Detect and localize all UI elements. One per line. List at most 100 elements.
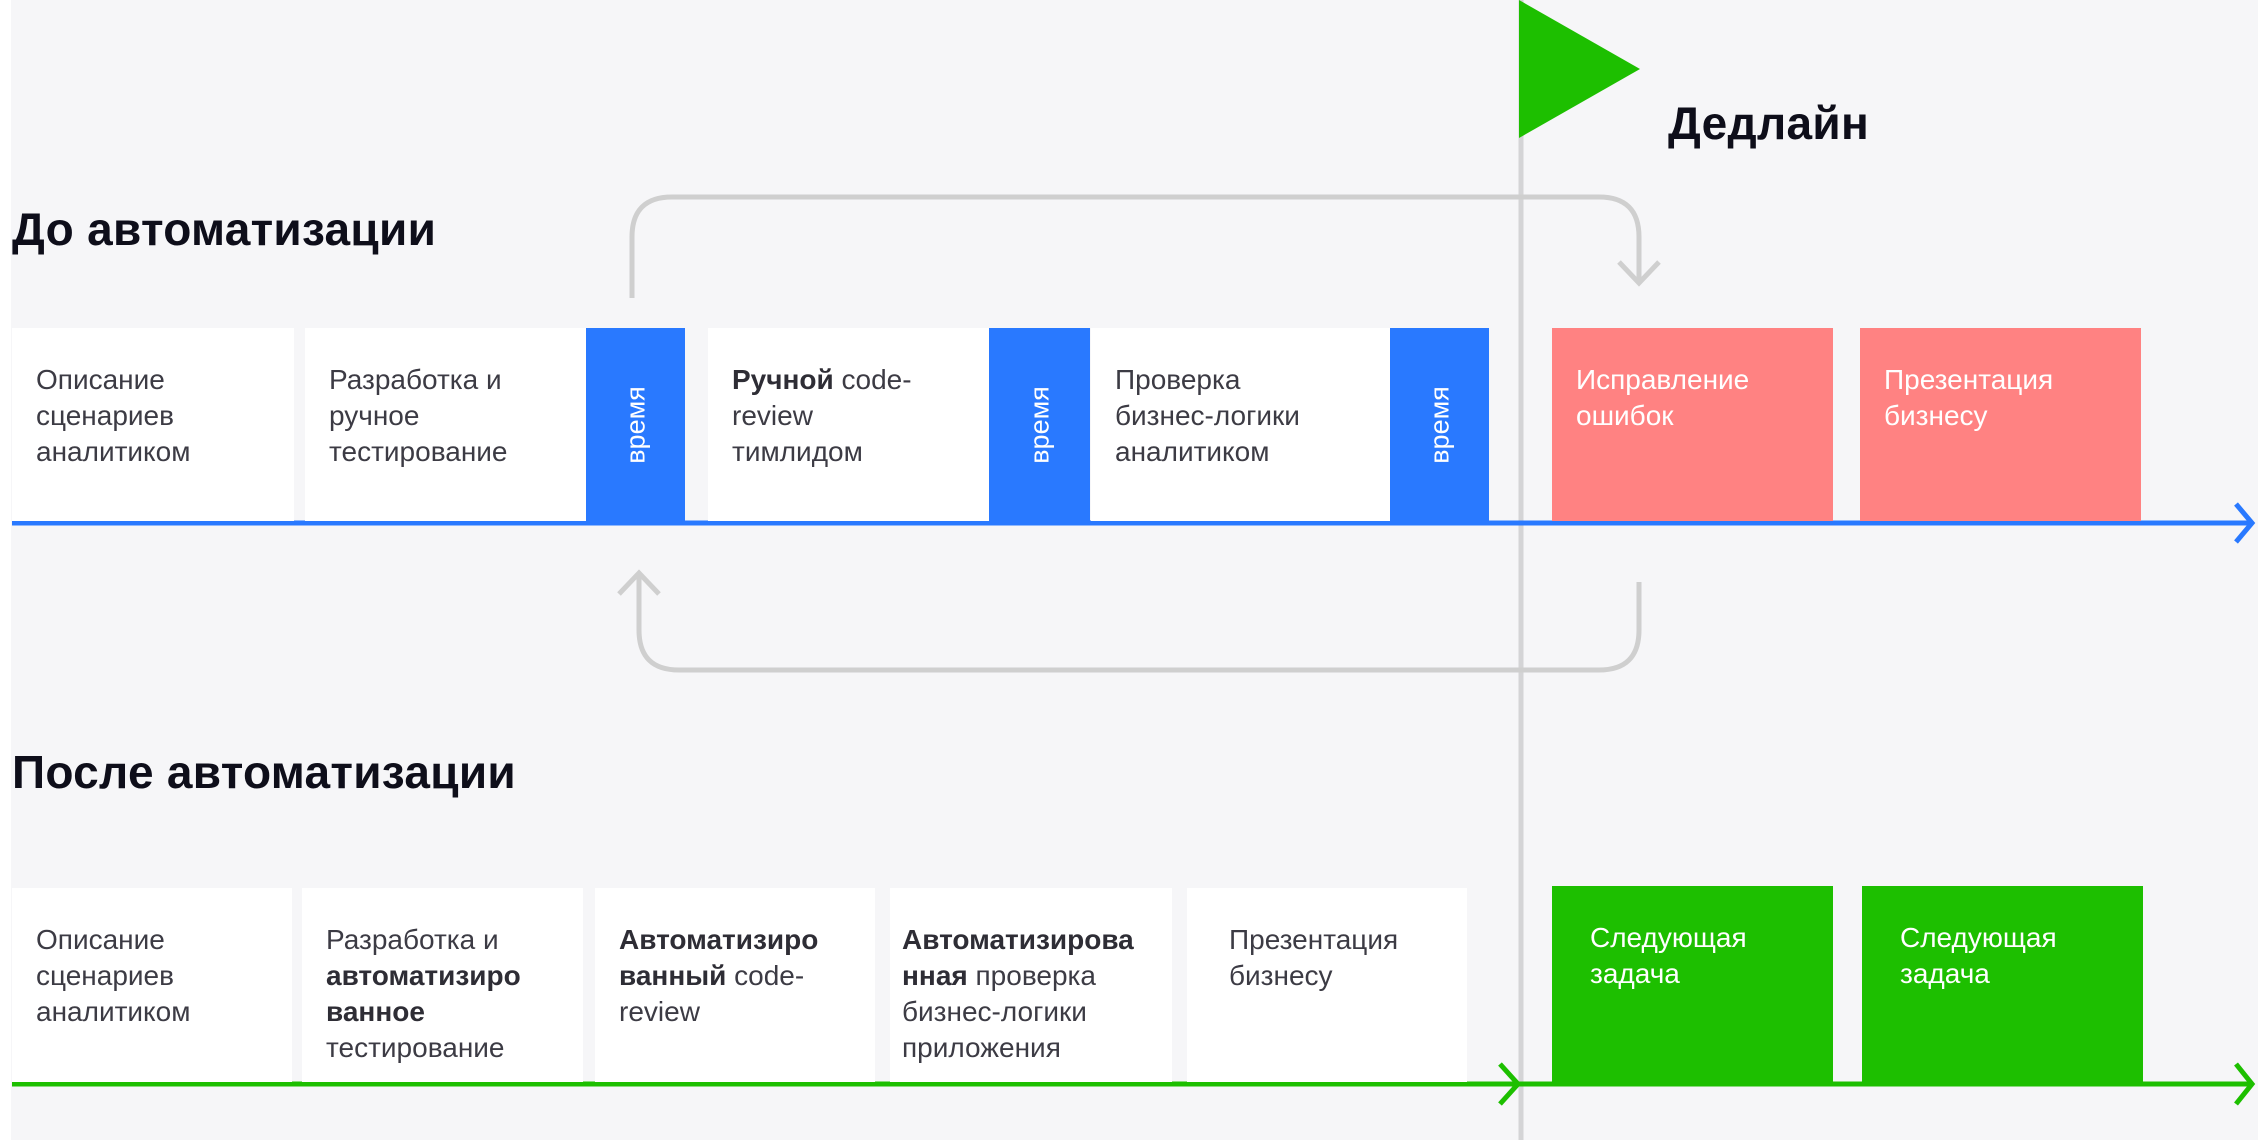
box-text: ручное bbox=[329, 400, 420, 431]
box-text-bold: Автоматизиро bbox=[619, 924, 819, 955]
step-dev-auto-testing: Разработка и автоматизиро ванное тестирован… bbox=[302, 888, 583, 1082]
box-text-bold: ванный bbox=[619, 960, 727, 991]
time-label: время bbox=[1424, 385, 1454, 464]
box-text-line: Автоматизиро bbox=[619, 922, 875, 958]
box-text-line: задача bbox=[1900, 956, 2143, 992]
box-text: Презентация bbox=[1884, 364, 2054, 395]
box-text-line: бизнес-логики bbox=[902, 994, 1172, 1030]
box-text: бизнесу bbox=[1884, 400, 1988, 431]
left-margin bbox=[0, 0, 11, 1140]
box-text-line: сценариев bbox=[36, 958, 292, 994]
box-text-line: ошибок bbox=[1576, 398, 1833, 434]
box-text: Следующая bbox=[1900, 922, 2057, 953]
box-text: тестирование bbox=[329, 436, 508, 467]
box-text-line: задача bbox=[1590, 956, 1833, 992]
rework-loop-bottom bbox=[636, 575, 1642, 673]
step-business-logic-check: Проверка бизнес-логики аналитиком bbox=[1091, 328, 1390, 521]
box-text: тимлидом bbox=[732, 436, 863, 467]
box-text-line: тимлидом bbox=[732, 434, 989, 470]
box-text-line: Описание bbox=[36, 362, 294, 398]
box-text: задача bbox=[1900, 958, 1990, 989]
box-text-line: бизнесу bbox=[1229, 958, 1467, 994]
box-text-line: Следующая bbox=[1900, 920, 2143, 956]
box-text-line: ванный code- bbox=[619, 958, 875, 994]
box-text-bold: Ручной bbox=[732, 364, 834, 395]
box-text-line: сценариев bbox=[36, 398, 294, 434]
box-text: аналитиком bbox=[1115, 436, 1270, 467]
box-text-line: Следующая bbox=[1590, 920, 1833, 956]
box-text: Описание bbox=[36, 364, 165, 395]
box-text-line: review bbox=[619, 994, 875, 1030]
after-title: После автоматизации bbox=[12, 746, 516, 798]
box-text: ошибок bbox=[1576, 400, 1674, 431]
box-text: Проверка bbox=[1115, 364, 1241, 395]
box-text-line: аналитиком bbox=[1115, 434, 1390, 470]
box-text: задача bbox=[1590, 958, 1680, 989]
box-text: сценариев bbox=[36, 400, 174, 431]
step-dev-manual-testing: Разработка и ручное тестирование bbox=[305, 328, 586, 521]
box-text: review bbox=[619, 996, 700, 1027]
box-text: Разработка и bbox=[329, 364, 502, 395]
box-text-line: аналитиком bbox=[36, 434, 294, 470]
box-text: Следующая bbox=[1590, 922, 1747, 953]
box-text: code- bbox=[833, 364, 912, 395]
box-text-line: Ручной code- bbox=[732, 362, 989, 398]
step-business-presentation: Презентация бизнесу bbox=[1860, 328, 2141, 521]
box-text-line: нная проверка bbox=[902, 958, 1172, 994]
step-next-task: Следующая задача bbox=[1552, 886, 1833, 1082]
before-title: До автоматизации bbox=[12, 203, 437, 255]
box-text: Презентация bbox=[1229, 924, 1399, 955]
arrow-up-icon bbox=[617, 569, 661, 596]
box-text: аналитиком bbox=[36, 996, 191, 1027]
box-text: Разработка и bbox=[326, 924, 499, 955]
box-text-bold: ванное bbox=[326, 996, 425, 1027]
time-label: время bbox=[1024, 385, 1054, 464]
box-text: Описание bbox=[36, 924, 165, 955]
waiting-time-block: время bbox=[989, 328, 1090, 521]
box-text: сценариев bbox=[36, 960, 174, 991]
box-text-line: бизнес-логики bbox=[1115, 398, 1390, 434]
box-text-line: Автоматизирова bbox=[902, 922, 1172, 958]
time-label: время bbox=[620, 385, 650, 464]
box-text: Исправление bbox=[1576, 364, 1750, 395]
arrow-down-icon bbox=[1617, 260, 1661, 287]
waiting-time-block: время bbox=[586, 328, 685, 521]
box-text-line: Проверка bbox=[1115, 362, 1390, 398]
box-text-line: ручное bbox=[329, 398, 586, 434]
box-text-line: Разработка и bbox=[326, 922, 583, 958]
arrow-right-icon bbox=[2234, 502, 2256, 544]
box-text: бизнес-логики bbox=[902, 996, 1087, 1027]
box-text-line: приложения bbox=[902, 1030, 1172, 1066]
step-scenarios: Описание сценариев аналитиком bbox=[12, 888, 292, 1082]
step-business-presentation: Презентация бизнесу bbox=[1187, 888, 1467, 1082]
box-text-line: review bbox=[732, 398, 989, 434]
box-text-line: Разработка и bbox=[329, 362, 586, 398]
deadline-label: Дедлайн bbox=[1668, 97, 1870, 149]
box-text-bold: автоматизиро bbox=[326, 960, 521, 991]
box-text-line: аналитиком bbox=[36, 994, 292, 1030]
box-text-line: Описание bbox=[36, 922, 292, 958]
box-text: бизнес-логики bbox=[1115, 400, 1300, 431]
box-text-line: тестирование bbox=[329, 434, 586, 470]
waiting-time-block: время bbox=[1390, 328, 1489, 521]
box-text: review bbox=[732, 400, 813, 431]
box-text: тестирование bbox=[326, 1032, 505, 1063]
box-text-bold: Автоматизирова bbox=[902, 924, 1134, 955]
box-text-line: автоматизиро bbox=[326, 958, 583, 994]
rework-loop-top bbox=[629, 194, 1642, 298]
box-text: бизнесу bbox=[1229, 960, 1333, 991]
arrow-right-icon bbox=[1498, 1062, 1522, 1106]
box-text-line: Презентация bbox=[1884, 362, 2141, 398]
step-manual-code-review: Ручной code-review тимлидом bbox=[708, 328, 989, 521]
box-text-line: бизнесу bbox=[1884, 398, 2141, 434]
box-text-line: тестирование bbox=[326, 1030, 583, 1066]
box-text: проверка bbox=[967, 960, 1096, 991]
step-bug-fixing: Исправление ошибок bbox=[1552, 328, 1833, 521]
box-text: code- bbox=[726, 960, 805, 991]
box-text-line: ванное bbox=[326, 994, 583, 1030]
deadline-flag-icon bbox=[1519, 0, 1640, 138]
